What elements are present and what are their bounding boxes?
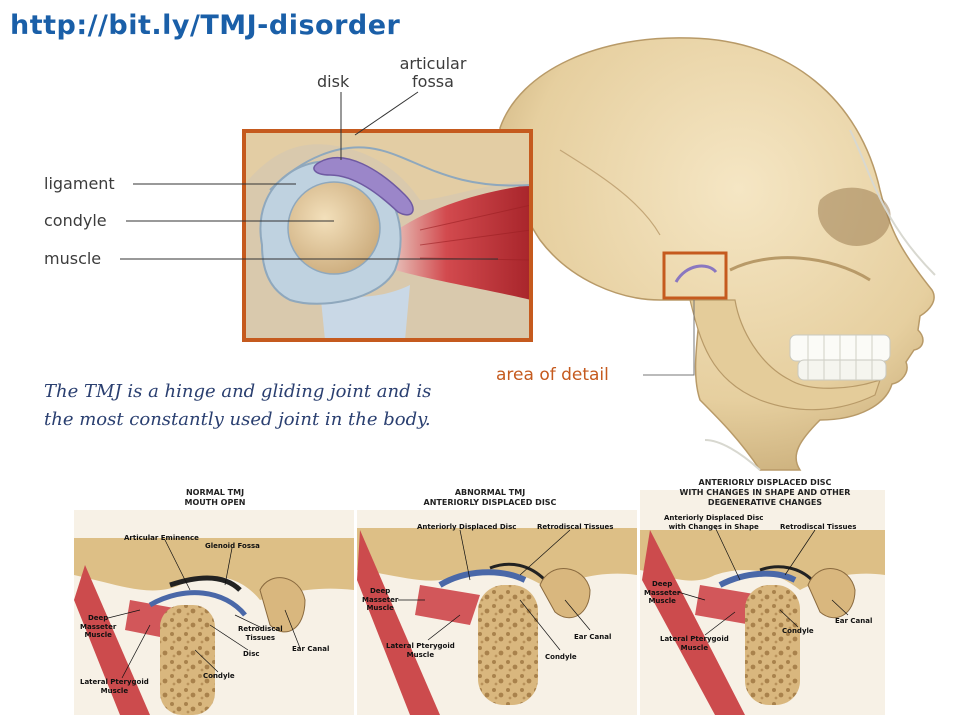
panel-degenerative-retrodiscal: Retrodiscal Tissues (780, 523, 857, 531)
label-condyle: condyle (44, 211, 107, 230)
url-title[interactable]: http://bit.ly/TMJ-disorder (10, 10, 401, 41)
panel-normal-retrodiscal-2: Tissues (245, 633, 275, 642)
label-disk: disk (317, 72, 350, 91)
panel-abnormal-condyle: Condyle (545, 653, 577, 661)
panel-normal-condyle: Condyle (203, 672, 235, 680)
caption: The TMJ is a hinge and gliding joint and… (44, 378, 431, 434)
panel-abnormal-deep-masseter: Deep Masseter Muscle (362, 587, 398, 613)
label-articular-fossa-line1: articular (399, 54, 467, 73)
label-muscle: muscle (44, 249, 102, 268)
panel-leaders (107, 526, 849, 679)
panel-normal-title-line2: MOUTH OPEN (184, 498, 246, 507)
panel-degenerative-title-line3: DEGENERATIVE CHANGES (707, 498, 823, 507)
panel-normal-deep-masseter-3: Muscle (84, 631, 112, 639)
area-of-detail-box (662, 251, 728, 300)
teeth (789, 334, 891, 381)
panel-degenerative-deep-masseter-1: Deep (652, 580, 673, 588)
panel-normal-ear-canal: Ear Canal (292, 645, 330, 653)
panel-degenerative-deep-masseter-3: Muscle (648, 597, 676, 605)
panel-abnormal-title: ABNORMAL TMJ ANTERIORLY DISPLACED DISC (410, 488, 570, 508)
panel-abnormal-title-line2: ANTERIORLY DISPLACED DISC (423, 498, 557, 507)
label-area-of-detail: area of detail (496, 365, 609, 385)
label-articular-fossa-line2: fossa (412, 72, 454, 91)
panel-normal-retrodiscal-1: Retrodiscal (238, 625, 283, 633)
panel-abnormal-title-line1: ABNORMAL TMJ (454, 488, 526, 497)
panel-normal-illustration (74, 510, 354, 715)
panel-degenerative-ear-canal: Ear Canal (835, 617, 873, 625)
panel-degenerative-deep-masseter: Deep Masseter Muscle (644, 580, 680, 606)
panel-normal-lateral-pterygoid: Lateral Pterygoid Muscle (80, 678, 149, 695)
panel-abnormal-deep-masseter-1: Deep (370, 587, 391, 595)
panel-degenerative-title-line2: WITH CHANGES IN SHAPE AND OTHER (679, 488, 851, 497)
panel-degenerative-lateral-pterygoid: Lateral Pterygoid Muscle (660, 635, 729, 652)
panel-abnormal-deep-masseter-2: Masseter (362, 595, 399, 604)
panel-abnormal-lateral-pterygoid-2: Muscle (406, 650, 435, 659)
panel-abnormal-deep-masseter-3: Muscle (366, 604, 394, 612)
panel-abnormal-retrodiscal: Retrodiscal Tissues (537, 523, 614, 531)
caption-line2: the most constantly used joint in the bo… (44, 409, 431, 430)
panel-degenerative-title: ANTERIORLY DISPLACED DISC WITH CHANGES I… (660, 478, 870, 508)
skull-illustration (499, 37, 936, 471)
panel-degenerative-lateral-pterygoid-1: Lateral Pterygoid (660, 635, 729, 643)
panel-degenerative-illustration (640, 490, 885, 715)
panel-abnormal-ear-canal: Ear Canal (574, 633, 612, 641)
caption-line1: The TMJ is a hinge and gliding joint and… (44, 381, 432, 402)
panel-degenerative-title-line1: ANTERIORLY DISPLACED DISC (698, 478, 832, 487)
panel-normal-articular-eminence: Articular Eminence (124, 534, 199, 542)
panel-normal-deep-masseter: Deep Masseter Muscle (80, 614, 116, 640)
panel-normal-retrodiscal: Retrodiscal Tissues (238, 625, 283, 642)
panel-abnormal-lateral-pterygoid-1: Lateral Pterygoid (386, 642, 455, 650)
label-ligament: ligament (44, 174, 115, 193)
panel-degenerative-displaced-disc-1: Anteriorly Displaced Disc (664, 514, 764, 522)
panel-normal-title: NORMAL TMJ MOUTH OPEN (160, 488, 270, 508)
panel-degenerative-displaced-disc-2: with Changes in Shape (668, 522, 759, 531)
panel-normal-deep-masseter-2: Masseter (80, 622, 117, 631)
label-articular-fossa: articular fossa (390, 55, 476, 91)
panel-degenerative-deep-masseter-2: Masseter (644, 588, 681, 597)
panel-normal-glenoid-fossa: Glenoid Fossa (205, 542, 260, 550)
panel-degenerative-displaced-disc: Anteriorly Displaced Disc with Changes i… (664, 514, 763, 531)
tmj-detail-inset (242, 129, 533, 342)
panel-abnormal-displaced-disc: Anteriorly Displaced Disc (417, 523, 517, 531)
panel-normal-lateral-pterygoid-2: Muscle (100, 686, 129, 695)
panel-normal-lateral-pterygoid-1: Lateral Pterygoid (80, 678, 149, 686)
main-label-leaders (120, 91, 498, 260)
panel-abnormal-lateral-pterygoid: Lateral Pterygoid Muscle (386, 642, 455, 659)
panel-normal-disc: Disc (243, 650, 260, 658)
panel-degenerative-lateral-pterygoid-2: Muscle (680, 643, 709, 652)
panel-normal-title-line1: NORMAL TMJ (185, 488, 245, 497)
panel-abnormal-illustration (357, 510, 637, 715)
panel-degenerative-condyle: Condyle (782, 627, 814, 635)
panel-normal-deep-masseter-1: Deep (88, 614, 109, 622)
